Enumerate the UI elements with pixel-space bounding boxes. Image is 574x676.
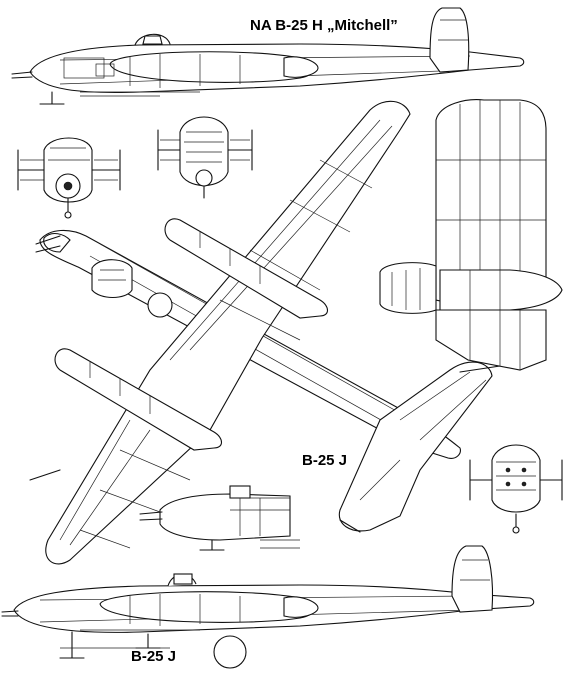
variant-label-bottom: B-25 J: [131, 648, 177, 665]
variant-label-middle: B-25 J: [302, 452, 348, 469]
front-view-left: [17, 137, 121, 219]
rear-view: [469, 444, 563, 534]
top-nose-view: [379, 99, 563, 371]
plan-view: [29, 100, 501, 565]
drawing-title: NA B-25 H „Mitchell”: [250, 17, 398, 34]
nose-detail: [139, 485, 300, 551]
front-view-right: [157, 116, 253, 199]
side-view-b25h: [11, 7, 525, 105]
side-view-b25j: [1, 545, 535, 669]
